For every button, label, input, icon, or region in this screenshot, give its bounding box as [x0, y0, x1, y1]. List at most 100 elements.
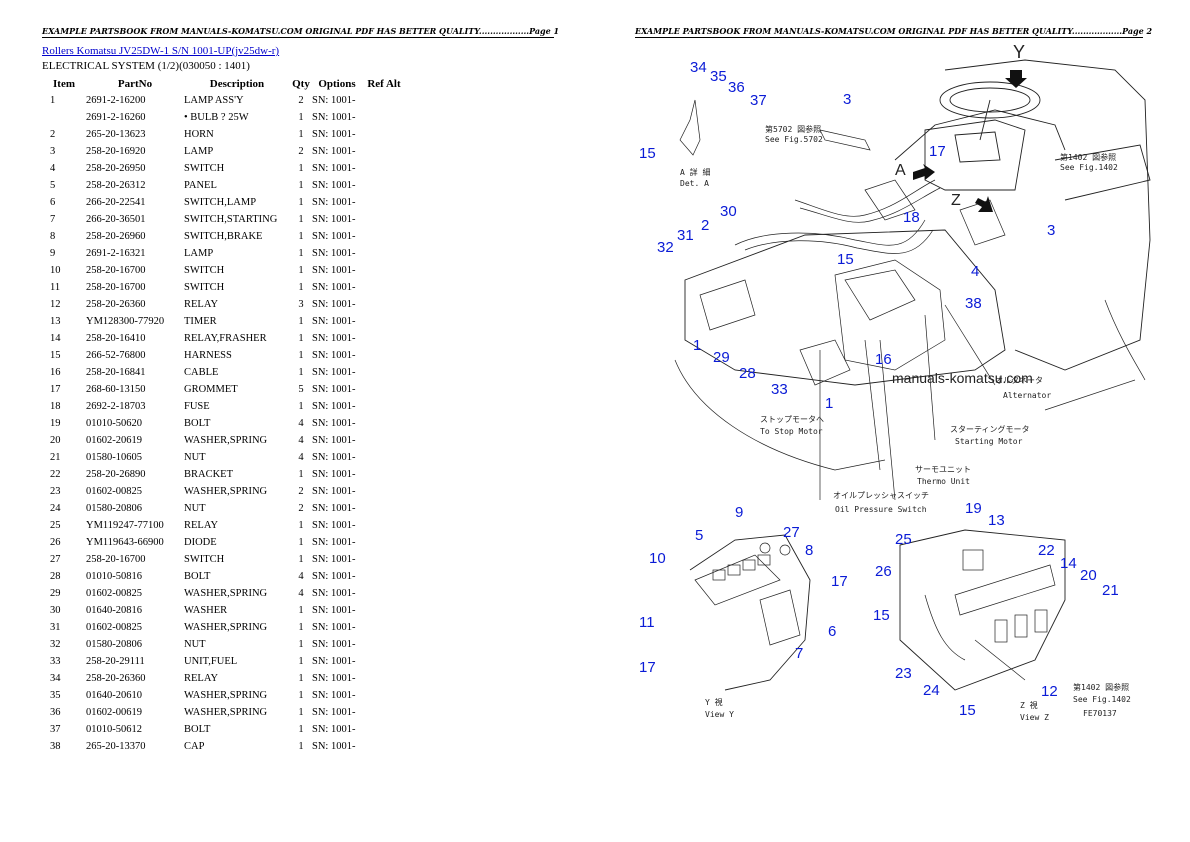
cell-qty: 1: [298, 656, 304, 667]
cell-description: BRACKET: [184, 469, 234, 480]
cell-options: SN: 1001-: [312, 214, 356, 225]
cell-partno: 265-20-13370: [86, 741, 146, 752]
cell-item: 3: [50, 146, 56, 157]
cell-partno: 01640-20610: [86, 690, 142, 701]
cell-item: 14: [50, 333, 61, 344]
cell-qty: 4: [298, 571, 304, 582]
cell-options: SN: 1001-: [312, 452, 356, 463]
cell-partno: 258-20-16700: [86, 282, 146, 293]
cell-qty: 1: [298, 214, 304, 225]
callout-14: 14: [1060, 555, 1077, 572]
callout-1b: 1: [825, 395, 833, 412]
starting-motor-label: Starting Motor: [955, 437, 1023, 446]
view-letter-a: A: [895, 162, 906, 179]
cell-ref-alt: [362, 109, 406, 126]
cell-qty: 1: [298, 554, 304, 565]
det-a-jp: A 詳 細: [680, 167, 710, 177]
cell-item: 38: [50, 741, 61, 752]
column-header-qty: Qty: [292, 78, 310, 90]
cell-description: SWITCH,LAMP: [184, 197, 257, 208]
column-header-description: Description: [209, 78, 265, 90]
callout-36: 36: [728, 79, 745, 96]
view-letter-z: Z: [951, 192, 961, 209]
cell-item: 22: [50, 469, 61, 480]
machine-outline: [674, 59, 1151, 501]
title-link[interactable]: Rollers Komatsu JV25DW-1 S/N 1001-UP(jv2…: [42, 45, 280, 57]
callout-10: 10: [649, 550, 666, 567]
cell-partno: 01640-20816: [86, 605, 142, 616]
cell-partno: 258-20-16920: [86, 146, 146, 157]
cell-item: 7: [50, 214, 56, 225]
cell-description: GROMMET: [184, 384, 238, 395]
cell-qty: 1: [298, 282, 304, 293]
cell-qty: 1: [298, 639, 304, 650]
cell-options: SN: 1001-: [312, 316, 356, 327]
cell-ref-alt: [362, 500, 406, 517]
callout-2: 2: [701, 217, 709, 234]
cell-item: 9: [50, 248, 56, 259]
cell-options: SN: 1001-: [312, 571, 356, 582]
cell-partno: 258-20-26312: [86, 180, 146, 191]
cell-item: 28: [50, 571, 61, 582]
cell-ref-alt: [362, 483, 406, 500]
cell-options: SN: 1001-: [312, 333, 356, 344]
cell-ref-alt: [362, 585, 406, 602]
cell-qty: 1: [298, 605, 304, 616]
cell-description: TIMER: [184, 316, 217, 327]
cell-ref-alt: [362, 415, 406, 432]
callout-11: 11: [639, 614, 655, 631]
cell-description: RELAY: [184, 520, 219, 531]
cell-ref-alt: [362, 398, 406, 415]
cell-options: SN: 1001-: [312, 180, 356, 191]
cell-options: SN: 1001-: [312, 401, 356, 412]
cell-qty: 2: [298, 486, 304, 497]
cell-ref-alt: [362, 211, 406, 228]
cell-item: 25: [50, 520, 61, 531]
cell-partno: 268-60-13150: [86, 384, 146, 395]
cell-ref-alt: [362, 653, 406, 670]
callout-1a: 1: [693, 337, 701, 354]
cell-description: FUSE: [184, 401, 210, 412]
cell-partno: 265-20-13623: [86, 129, 146, 140]
cell-partno: 258-20-26890: [86, 469, 146, 480]
figure-code: FE70137: [1083, 709, 1117, 718]
cell-partno: 258-20-26360: [86, 673, 146, 684]
callout-25: 25: [895, 531, 912, 548]
cell-item: 34: [50, 673, 61, 684]
cell-qty: 1: [298, 367, 304, 378]
cell-item: 6: [50, 197, 56, 208]
cell-partno: 258-20-26950: [86, 163, 146, 174]
cell-description: NUT: [184, 639, 206, 650]
cell-options: SN: 1001-: [312, 350, 356, 361]
cell-ref-alt: [362, 449, 406, 466]
callout-15b: 15: [837, 251, 854, 268]
alternator-jp: オルタネータ: [995, 376, 1043, 385]
cell-options: SN: 1001-: [312, 656, 356, 667]
callout-24: 24: [923, 682, 940, 699]
cell-description: WASHER,SPRING: [184, 435, 268, 446]
column-header-ref-alt: Ref Alt: [367, 78, 401, 90]
cell-options: SN: 1001-: [312, 367, 356, 378]
cell-ref-alt: [362, 551, 406, 568]
cell-description: RELAY,FRASHER: [184, 333, 267, 344]
oil-pressure-switch-jp: オイルプレッシャスイッチ: [833, 491, 929, 500]
cell-qty: 1: [298, 180, 304, 191]
cell-item: 17: [50, 384, 61, 395]
cell-qty: 1: [298, 129, 304, 140]
view-y-jp: Y 視: [705, 698, 723, 707]
ref-1402-jp-b: 第1402 図参照: [1073, 682, 1129, 692]
cell-options: SN: 1001-: [312, 741, 356, 752]
view-z-label: View Z: [1020, 713, 1049, 722]
cell-options: SN: 1001-: [312, 537, 356, 548]
cell-options: SN: 1001-: [312, 231, 356, 242]
ref-5702-jp: 第5702 図参照: [765, 124, 821, 134]
cell-description: SWITCH,STARTING: [184, 214, 278, 225]
